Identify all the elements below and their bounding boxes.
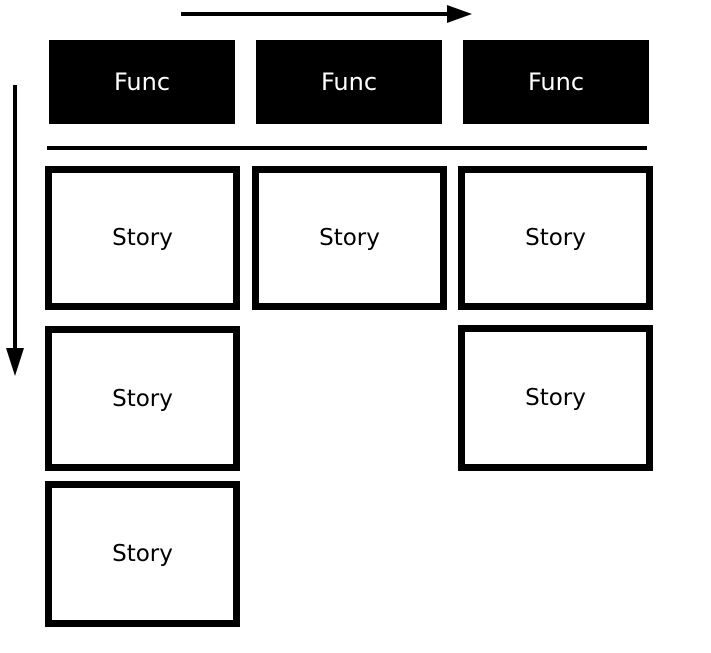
story-col3-row1: Story [458,166,653,310]
story-col1-row2: Story [45,326,240,471]
func-label-3: Func [527,68,585,96]
story-label: Story [319,225,380,251]
func-box-3: Func [463,40,649,124]
func-box-1: Func [49,40,235,124]
vertical-arrow [6,85,24,376]
func-label-1: Func [113,68,171,96]
story-label: Story [525,225,586,251]
horizontal-arrow [181,5,472,23]
story-label: Story [112,225,173,251]
story-col3-row2: Story [458,325,653,471]
story-label: Story [112,385,173,412]
story-label: Story [112,541,173,567]
story-col2-row1: Story [252,166,447,310]
func-box-2: Func [256,40,442,124]
story-col1-row3: Story [45,481,240,627]
func-label-2: Func [320,68,378,96]
story-label: Story [525,385,586,411]
backbone-divider [47,146,647,150]
story-col1-row1: Story [45,166,240,310]
